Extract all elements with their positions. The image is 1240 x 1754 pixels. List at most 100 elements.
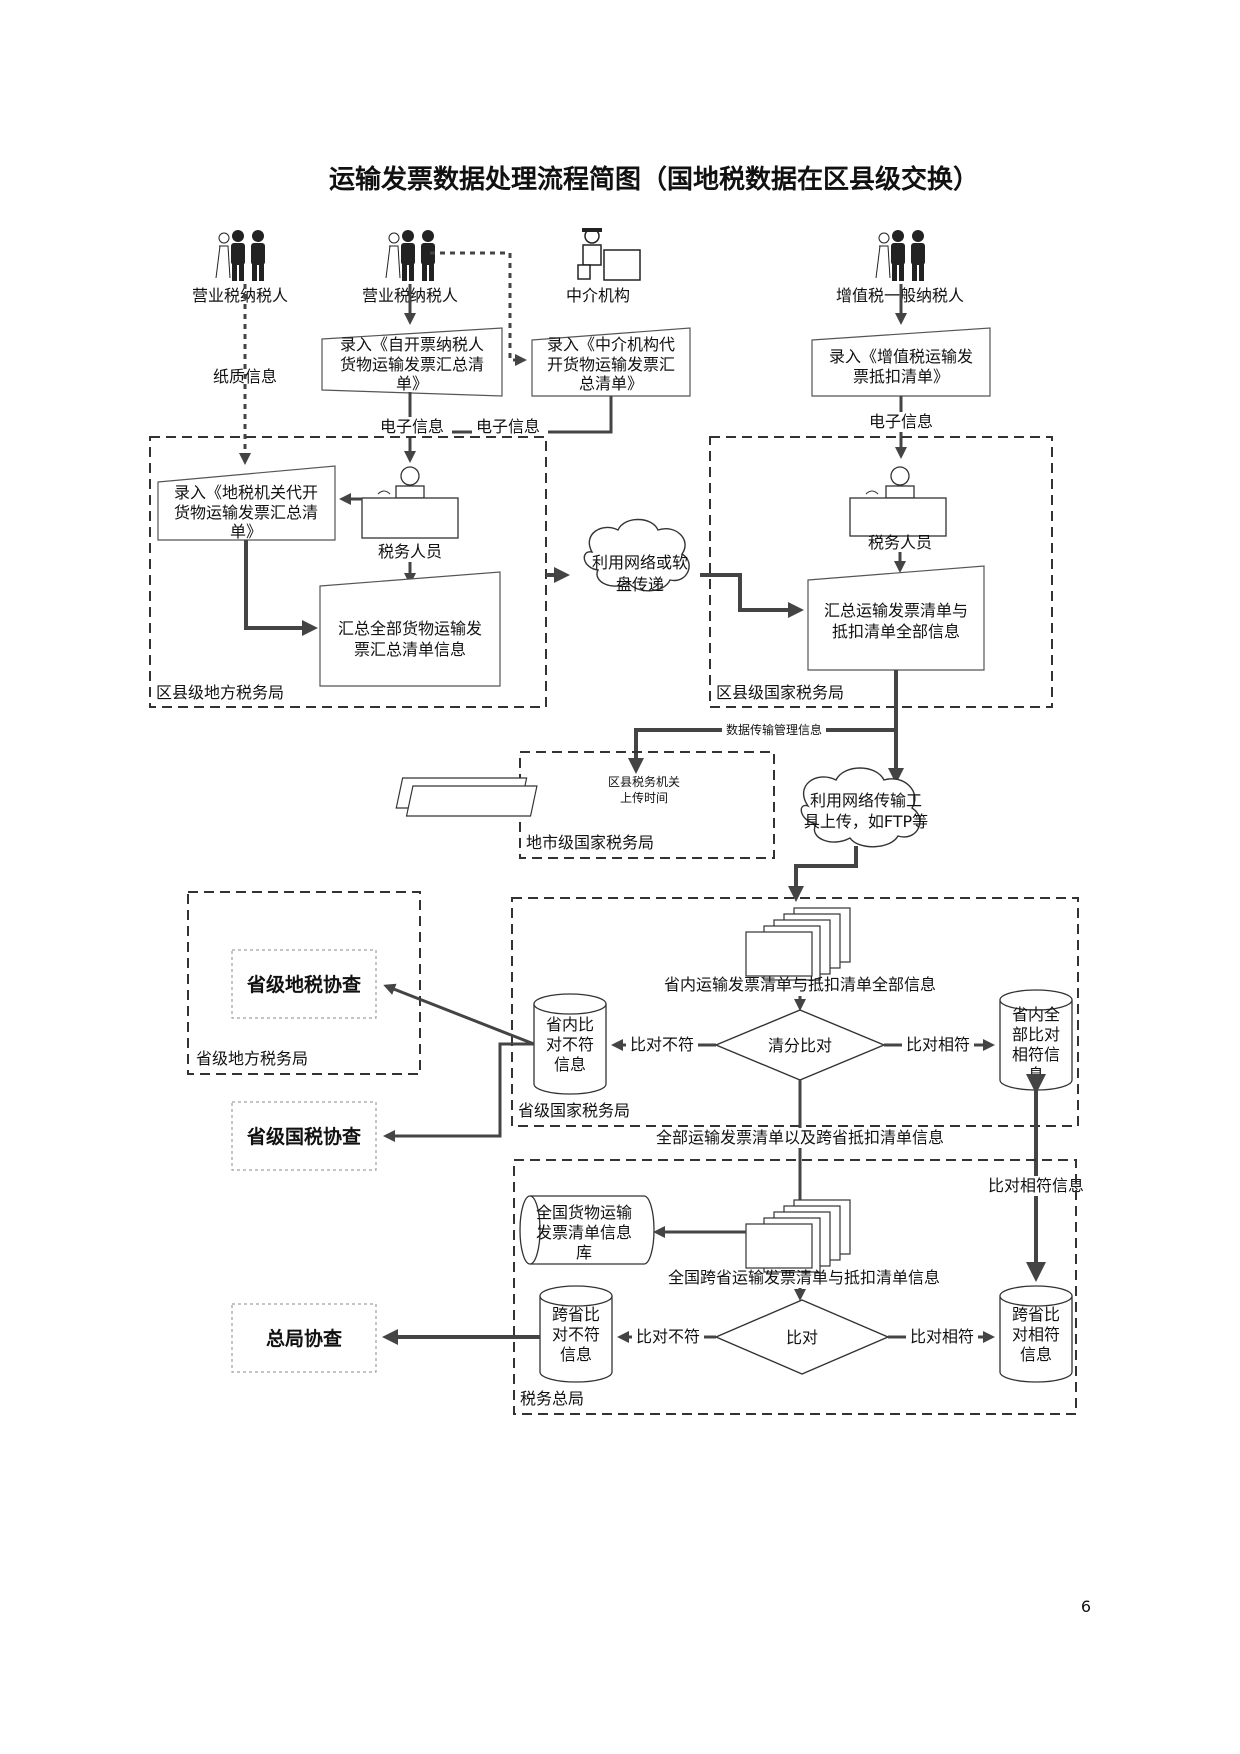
- svg-text:对不符: 对不符: [552, 1325, 600, 1344]
- prov-local-check: 省级地税协查: [246, 973, 362, 996]
- compare: 比对: [786, 1328, 818, 1347]
- region-prov-local: [187, 891, 421, 1075]
- svg-text:汇总运输发票清单与: 汇总运输发票清单与: [824, 601, 968, 620]
- people-icon: [875, 230, 925, 281]
- svg-text:发票清单信息: 发票清单信息: [536, 1223, 632, 1242]
- svg-text:信息: 信息: [1020, 1345, 1052, 1364]
- edge-mismatch-1: 比对不符: [630, 1035, 694, 1054]
- region-district-national-label: 区县级国家税务局: [716, 683, 844, 702]
- svg-text:利用网络传输工: 利用网络传输工: [810, 791, 922, 810]
- network-transfer-cloud: 利用网络或软 盘传递: [583, 518, 690, 594]
- svg-text:开货物运输发票汇: 开货物运输发票汇: [547, 355, 675, 374]
- edge-match-2: 比对相符: [910, 1327, 974, 1346]
- hq-check-box: [231, 1303, 377, 1373]
- region-prov-local-label: 省级地方税务局: [196, 1049, 308, 1068]
- page-title: 运输发票数据处理流程简图（国地税数据在区县级交换）: [329, 164, 979, 195]
- svg-text:全国货物运输: 全国货物运输: [536, 1203, 632, 1222]
- cross-docs-stack: [745, 1199, 851, 1273]
- arrow: [700, 573, 804, 618]
- svg-text:库: 库: [576, 1243, 592, 1262]
- svg-text:相符信: 相符信: [1012, 1045, 1060, 1064]
- desk-worker-icon: [577, 228, 641, 281]
- actor-business-tax-payer-1: 营业税纳税人: [192, 286, 288, 305]
- summary-local-box: 汇总全部货物运输发 票汇总清单信息: [319, 571, 501, 687]
- svg-text:录入《中介机构代: 录入《中介机构代: [547, 335, 675, 354]
- edge-electronic-info-2: 电子信息: [476, 417, 540, 436]
- prov-national-check-box: [231, 1101, 377, 1171]
- province-mismatch-db: 省内比 对不符 信息: [533, 993, 607, 1095]
- region-district-national: [709, 436, 1053, 708]
- edge-data-mgmt-info: 数据传输管理信息: [726, 722, 822, 737]
- svg-text:货物运输发票汇总清: 货物运输发票汇总清: [340, 355, 484, 374]
- compare-diamond: [714, 1299, 890, 1375]
- prov-local-check-box: [231, 949, 377, 1019]
- svg-text:单》: 单》: [230, 522, 262, 541]
- svg-text:跨省比: 跨省比: [552, 1305, 600, 1324]
- edge-electronic-info-3: 电子信息: [869, 412, 933, 431]
- edge-electronic-info-1: 电子信息: [380, 417, 444, 436]
- region-prov-national: [511, 897, 1079, 1127]
- svg-text:跨省比: 跨省比: [1012, 1305, 1060, 1324]
- region-district-local-label: 区县级地方税务局: [156, 683, 284, 702]
- region-hq-label: 税务总局: [520, 1389, 584, 1408]
- svg-text:票抵扣清单》: 票抵扣清单》: [853, 367, 949, 386]
- arrow: [383, 983, 535, 1046]
- svg-text:录入《增值税运输发: 录入《增值税运输发: [829, 347, 973, 366]
- tax-staff-icon-1: [361, 466, 459, 539]
- province-docs: 省内运输发票清单与抵扣清单全部信息: [664, 975, 936, 994]
- local-tax-entry-box: 录入《地税机关代开 货物运输发票汇总清 单》: [157, 465, 336, 541]
- svg-text:单》: 单》: [396, 374, 428, 393]
- region-hq: [513, 1159, 1077, 1415]
- self-issue-entry-box: 录入《自开票纳税人 货物运输发票汇总清 单》: [321, 327, 503, 397]
- tax-staff-2: 税务人员: [868, 533, 932, 552]
- svg-text:部比对: 部比对: [1012, 1025, 1060, 1044]
- arrow: [788, 846, 858, 902]
- svg-text:信息: 信息: [560, 1345, 592, 1364]
- clear-compare: 清分比对: [768, 1036, 832, 1055]
- dotted-arrow: [430, 251, 527, 366]
- province-docs-stack: [745, 907, 851, 981]
- tax-staff-icon-2: [849, 466, 947, 537]
- people-icon: [215, 230, 265, 281]
- prov-national-check: 省级国税协查: [246, 1125, 362, 1148]
- svg-text:息: 息: [1028, 1065, 1044, 1084]
- svg-text:省内比: 省内比: [546, 1015, 594, 1034]
- edge-paper-info: 纸质信息: [213, 367, 277, 386]
- cross-docs: 全国跨省运输发票清单与抵扣清单信息: [668, 1268, 940, 1287]
- region-prov-national-label: 省级国家税务局: [518, 1101, 630, 1120]
- actor-intermediary: 中介机构: [566, 286, 630, 305]
- region-city-national: [519, 751, 775, 859]
- svg-text:区县税务机关: 区县税务机关: [608, 774, 680, 789]
- svg-text:录入《地税机关代开: 录入《地税机关代开: [174, 483, 318, 502]
- arrow: [244, 540, 318, 636]
- edge-match-1: 比对相符: [906, 1035, 970, 1054]
- svg-text:对不符: 对不符: [546, 1035, 594, 1054]
- page-number: 6: [1081, 1597, 1091, 1616]
- national-db-cylinder: 全国货物运输 发票清单信息 库: [519, 1195, 655, 1265]
- svg-text:对相符: 对相符: [1012, 1325, 1060, 1344]
- summary-national-box: 汇总运输发票清单与 抵扣清单全部信息: [807, 565, 985, 671]
- edge-match-info: 比对相符信息: [988, 1176, 1084, 1195]
- cross-match-db: 跨省比 对相符 信息: [999, 1285, 1073, 1383]
- region-city-national-label: 地市级国家税务局: [526, 833, 654, 852]
- svg-text:票汇总清单信息: 票汇总清单信息: [354, 640, 466, 659]
- arrow: [383, 1042, 534, 1142]
- region-district-local: [149, 436, 547, 708]
- edge-all-lists: 全部运输发票清单以及跨省抵扣清单信息: [656, 1128, 944, 1147]
- people-icon: [385, 230, 435, 281]
- svg-text:盘传递: 盘传递: [616, 575, 664, 594]
- svg-text:上传时间: 上传时间: [620, 790, 668, 805]
- svg-text:省内全: 省内全: [1012, 1005, 1060, 1024]
- hq-check: 总局协查: [266, 1327, 343, 1350]
- svg-text:信息: 信息: [554, 1055, 586, 1074]
- tax-staff-1: 税务人员: [378, 542, 442, 561]
- svg-text:具上传，如FTP等: 具上传，如FTP等: [804, 812, 928, 831]
- cross-mismatch-db: 跨省比 对不符 信息: [539, 1285, 613, 1383]
- svg-text:利用网络或软: 利用网络或软: [592, 553, 688, 572]
- svg-text:抵扣清单全部信息: 抵扣清单全部信息: [832, 622, 960, 641]
- svg-text:录入《自开票纳税人: 录入《自开票纳税人: [340, 335, 484, 354]
- svg-text:总清单》: 总清单》: [579, 374, 643, 393]
- edge-mismatch-2: 比对不符: [636, 1327, 700, 1346]
